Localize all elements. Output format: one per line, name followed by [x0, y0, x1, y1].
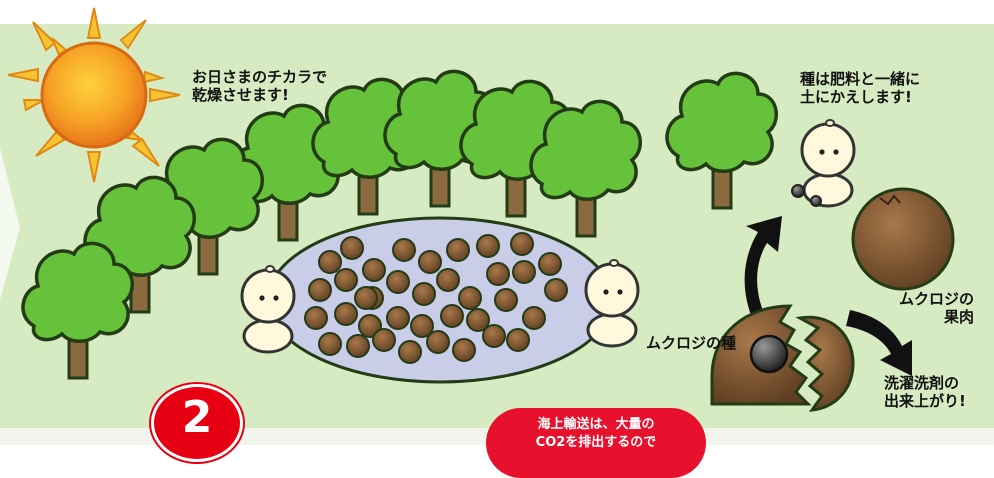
sun-icon [7, 7, 181, 183]
soapnut [340, 236, 364, 260]
label-flesh: ムクロジの 果肉 [860, 290, 974, 326]
soapnut [334, 268, 358, 292]
soapnut [494, 288, 518, 312]
soapnut [346, 334, 370, 358]
soapnut [458, 286, 482, 310]
label-seed: ムクロジの種 [646, 334, 737, 352]
baby-planting [800, 118, 856, 208]
shipping-note-badge: 海上輸送は、大量の CO2を排出するので [486, 408, 706, 478]
soapnut [304, 306, 328, 330]
baby-right [584, 258, 640, 348]
soapnut [308, 278, 332, 302]
label-seeds-to-soil: 種は肥料と一緒に 土にかえします! [800, 70, 920, 106]
soapnut [512, 260, 536, 284]
soapnut [538, 252, 562, 276]
soapnut [440, 304, 464, 328]
soapnut [318, 250, 342, 274]
step-arrow-chevron [0, 148, 20, 300]
soapnut [362, 258, 386, 282]
label-seeds-to-soil-line1: 種は肥料と一緒に [800, 70, 921, 88]
label-detergent: 洗濯洗剤の 出来上がり! [884, 374, 966, 410]
soapnut [446, 238, 470, 262]
label-sun-power-line1: お日さまのチカラで [192, 68, 328, 86]
cracked-soapnut-icon [710, 304, 855, 412]
seed-dropped-1 [791, 184, 805, 198]
soapnut [510, 232, 534, 256]
soapnut [392, 238, 416, 262]
soapnut [318, 332, 342, 356]
soapnut [486, 262, 510, 286]
label-sun-power: お日さまのチカラで 乾燥させます! [192, 68, 327, 104]
label-flesh-line2: 果肉 [943, 308, 974, 326]
soapnut [386, 306, 410, 330]
soapnut [386, 270, 410, 294]
soapnut [436, 268, 460, 292]
label-detergent-line1: 洗濯洗剤の [884, 374, 960, 392]
soapnut [372, 328, 396, 352]
soapnut [358, 314, 382, 338]
label-sun-power-line2: 乾燥させます! [192, 86, 289, 104]
soapnut [476, 234, 500, 258]
soapnut [412, 282, 436, 306]
soapnut-flesh-icon [851, 187, 955, 291]
label-seeds-to-soil-line2: 土にかえします! [800, 88, 912, 106]
soapnut [466, 308, 490, 332]
drying-soapnuts [304, 232, 568, 364]
seed-dropped-2 [810, 195, 822, 207]
soapnut [506, 328, 530, 352]
soapnut [354, 286, 378, 310]
shipping-note-line2: CO2を排出するので [535, 435, 657, 450]
soapnut [418, 250, 442, 274]
baby-left [240, 264, 296, 354]
soapnut [334, 302, 358, 326]
soapnut [522, 306, 546, 330]
soapnut [426, 330, 450, 354]
soapnut [452, 338, 476, 362]
seed-cycle-arrows [744, 216, 912, 376]
scene-illustration [0, 7, 994, 445]
label-flesh-line1: ムクロジの [898, 290, 974, 308]
soapnut [398, 340, 422, 364]
shipping-note-line1: 海上輸送は、大量の [537, 417, 655, 432]
soapnut [482, 324, 506, 348]
step-number-badge: 2 [151, 384, 243, 462]
soapnut [410, 314, 434, 338]
label-detergent-line2: 出来上がり! [884, 392, 966, 410]
soapnut [544, 278, 568, 302]
